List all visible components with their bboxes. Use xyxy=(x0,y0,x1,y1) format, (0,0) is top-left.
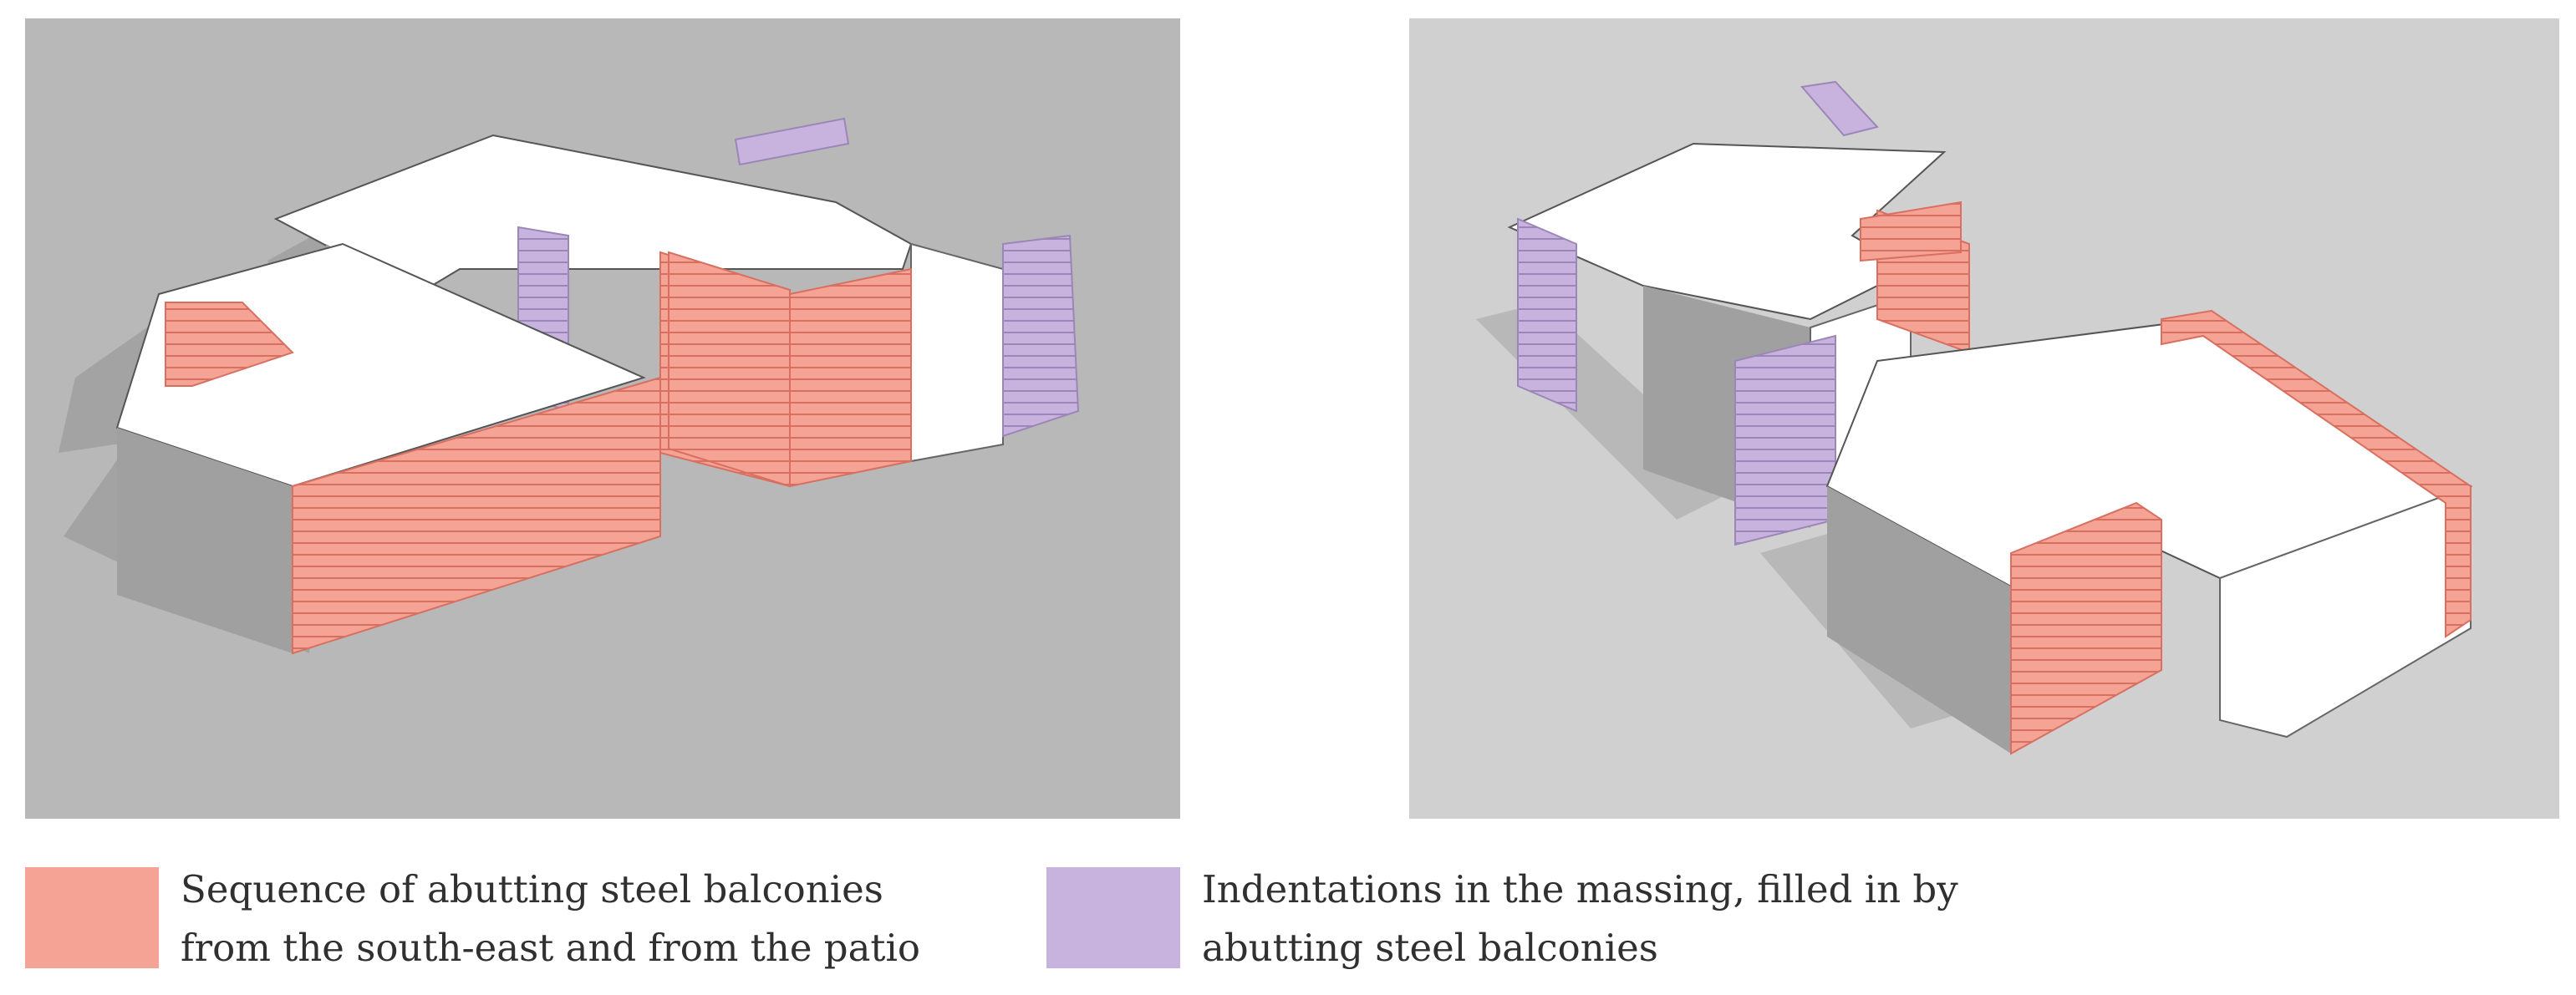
massing-model-left xyxy=(25,18,1180,819)
wall-face xyxy=(1827,486,2011,754)
balcony-sequence xyxy=(2161,309,2472,638)
legend-swatch-indentation-balcony xyxy=(1046,867,1180,968)
indentation-balcony xyxy=(734,117,850,166)
model-view-left xyxy=(25,18,1180,819)
wall-face xyxy=(2219,485,2472,739)
legend-line: Sequence of abutting steel balconies xyxy=(181,867,883,911)
wall-face xyxy=(910,242,1004,463)
balcony-sequence xyxy=(292,376,661,655)
indentation-balcony xyxy=(1002,234,1080,438)
massing-model-right xyxy=(1409,18,2559,819)
indentation-balcony xyxy=(1734,334,1836,546)
indentation-balcony xyxy=(1800,80,1879,137)
legend-swatch-balcony-sequence xyxy=(25,867,159,968)
legend-line: from the south-east and from the patio xyxy=(181,926,920,970)
wall-face xyxy=(117,428,293,653)
model-view-right xyxy=(1409,18,2559,819)
balcony-sequence xyxy=(1860,201,1962,262)
legend-label-balcony-sequence: Sequence of abutting steel balconies fro… xyxy=(181,860,920,977)
legend-label-indentation-balcony: Indentations in the massing, filled in b… xyxy=(1202,860,1958,977)
legend-line: Indentations in the massing, filled in b… xyxy=(1202,867,1958,911)
roof xyxy=(115,242,646,488)
balcony-sequence xyxy=(668,251,791,488)
balcony-sequence xyxy=(2010,501,2162,755)
balcony-sequence xyxy=(165,302,294,387)
legend-line: abutting steel balconies xyxy=(1202,926,1658,970)
indentation-balcony xyxy=(1517,217,1577,413)
